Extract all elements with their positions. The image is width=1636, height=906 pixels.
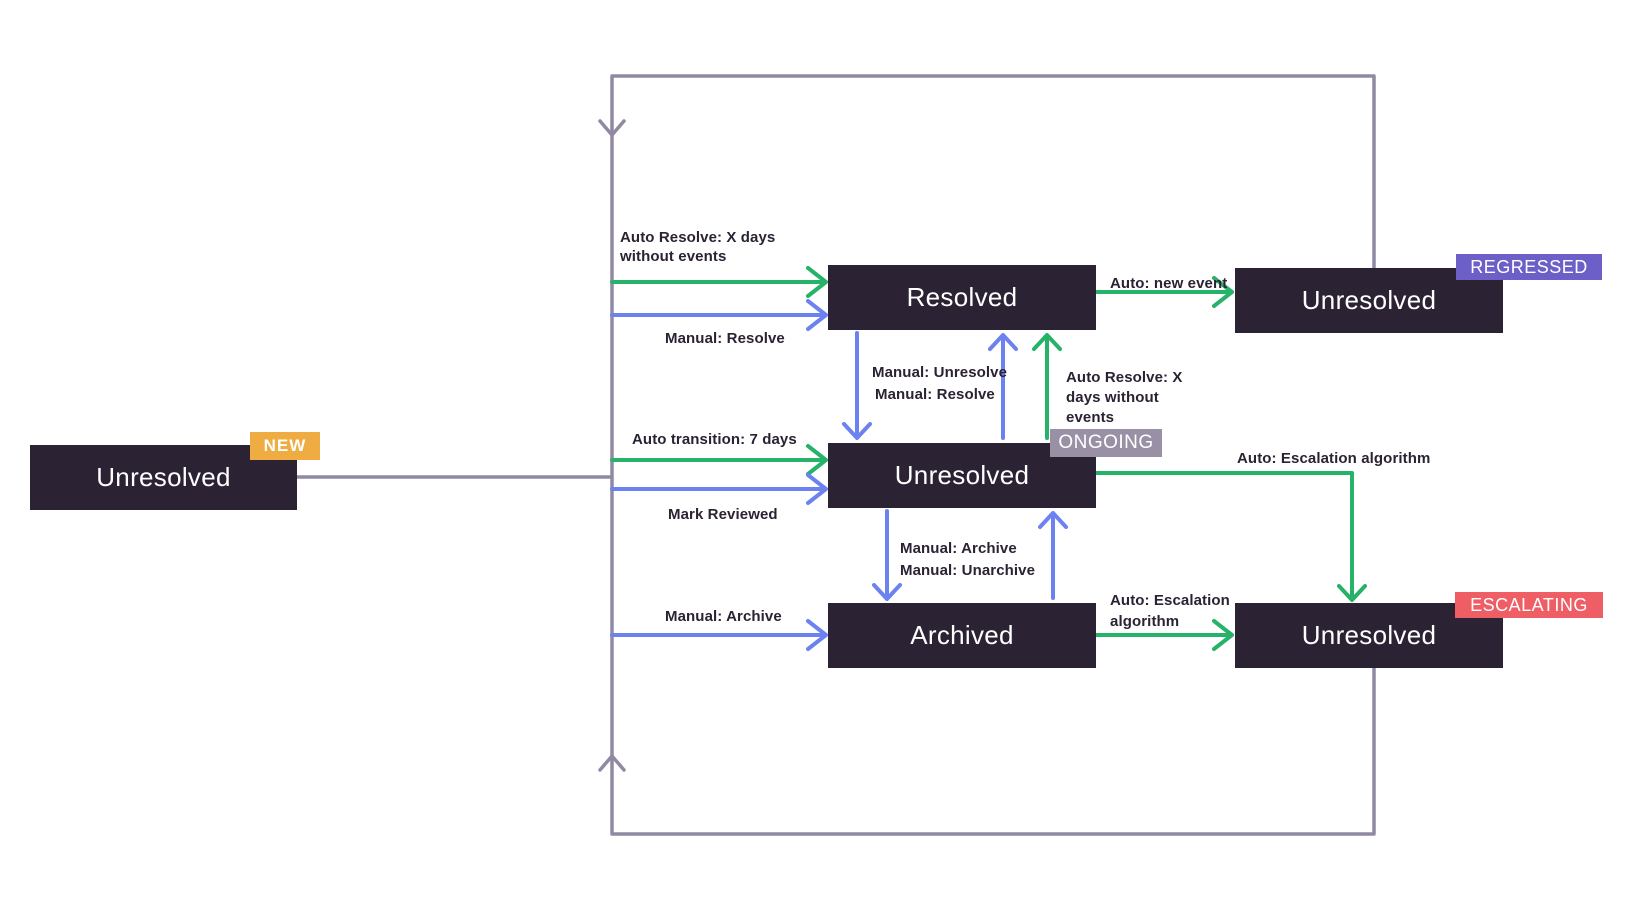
- status-badge-ongoing: ONGOING: [1050, 429, 1162, 457]
- chevron-down-icon: [598, 119, 626, 137]
- arrow-auto-escalation-from-ongoing: [1094, 471, 1367, 602]
- transition-label-auto-transition: Auto transition: 7 days: [632, 431, 797, 448]
- arrow-manual-resolve-up: [988, 333, 1018, 440]
- state-label: Unresolved: [894, 460, 1030, 490]
- arrow-manual-archive-down: [872, 509, 902, 601]
- transition-label-auto-resolve: Auto Resolve: X days without events: [620, 229, 776, 265]
- arrow-auto-new-event-to-regressed: [1094, 276, 1234, 308]
- transition-label-manual-unresolve: Manual: Unresolve: [872, 364, 1008, 381]
- state-label: Unresolved: [96, 462, 231, 492]
- arrow-manual-unarchive-up: [1038, 511, 1068, 600]
- transition-label-auto-escalation-ongoing: Auto: Escalation algorithm: [1237, 450, 1431, 467]
- arrow-manual-unresolve-down: [842, 331, 872, 440]
- transition-label-manual-resolve-up: Manual: Resolve: [875, 386, 995, 403]
- transition-label-manual-unarchive-up: Manual: Unarchive: [900, 562, 1036, 579]
- transition-label-auto-resolve-up: Auto Resolve: X days without events: [1066, 369, 1183, 426]
- loop-path: [610, 74, 1376, 836]
- transition-label-unresolve-resolve-pair: Manual: Unresolve Manual: Resolve: [872, 362, 1007, 406]
- lifecycle-loop-line: [295, 74, 1376, 836]
- state-label: Unresolved: [1301, 620, 1437, 650]
- arrow-manual-archive-to-archived: [610, 619, 828, 651]
- transition-label-mark-reviewed: Mark Reviewed: [668, 506, 778, 523]
- status-badge-regressed: REGRESSED: [1456, 254, 1602, 280]
- arrow-auto-transition-to-ongoing: [610, 444, 828, 476]
- state-label: Unresolved: [1301, 285, 1437, 315]
- transition-label-archive-unarchive-pair: Manual: Archive Manual: Unarchive: [900, 538, 1035, 582]
- state-box-unresolved-escalating: Unresolved: [1235, 603, 1503, 668]
- state-box-resolved: Resolved: [828, 265, 1096, 330]
- chevron-up-icon: [598, 754, 626, 772]
- arrow-manual-resolve-to-resolved: [610, 299, 828, 331]
- state-box-unresolved-regressed: Unresolved: [1235, 268, 1503, 333]
- arrow-mark-reviewed-to-ongoing: [610, 473, 828, 505]
- arrow-auto-escalation-from-archived: [1094, 619, 1234, 651]
- status-badge-escalating: ESCALATING: [1455, 592, 1603, 618]
- arrow-auto-resolve-up-from-ongoing: [1032, 333, 1062, 440]
- transition-label-manual-archive: Manual: Archive: [665, 608, 782, 625]
- arrow-auto-resolve-to-resolved: [610, 266, 828, 298]
- transition-label-manual-archive-down: Manual: Archive: [900, 540, 1017, 557]
- state-label: Archived: [910, 620, 1014, 650]
- state-label: Resolved: [906, 282, 1018, 312]
- transition-label-manual-resolve: Manual: Resolve: [665, 330, 785, 347]
- transition-label-auto-new-event: Auto: new event: [1110, 275, 1228, 292]
- status-badge-new: NEW: [250, 432, 320, 460]
- transition-label-auto-escalation-archived: Auto: Escalation algorithm: [1110, 592, 1230, 630]
- state-box-archived: Archived: [828, 603, 1096, 668]
